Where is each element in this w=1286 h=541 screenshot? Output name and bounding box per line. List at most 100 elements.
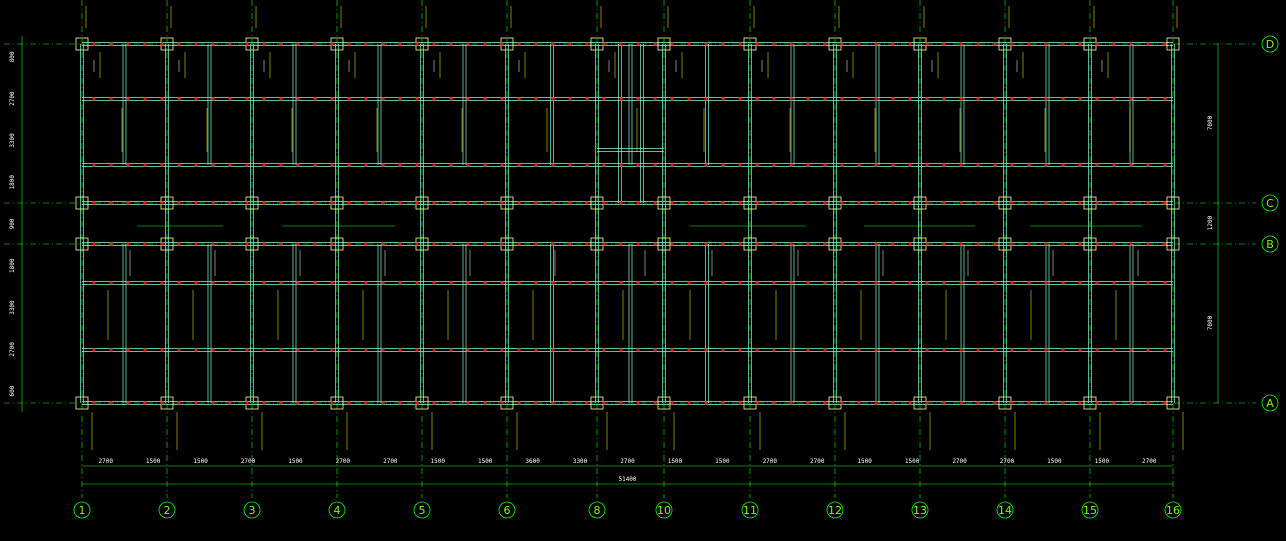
rebar-dot [1129,163,1133,167]
rebar-dot [1095,42,1099,46]
rebar-dot [1027,348,1031,352]
rebar-dot [602,401,606,405]
rebar-dot [585,242,589,246]
rebar-dot [891,201,895,205]
rebar-dot [449,42,453,46]
rebar-dot [517,97,521,101]
rebar-dot [908,201,912,205]
rebar-dot [330,401,334,405]
rebar-dot [415,163,419,167]
rebar-dot [551,97,555,101]
rebar-dot [126,97,130,101]
rebar-dot [840,281,844,285]
rebar-dot [415,97,419,101]
rebar-dot [534,201,538,205]
rebar-dot [279,42,283,46]
rebar-dot [194,201,198,205]
rebar-dot [398,242,402,246]
rebar-dot [755,42,759,46]
axis-label-8: 8 [594,504,601,517]
rebar-dot [432,348,436,352]
rebar-dot [347,348,351,352]
rebar-dot [483,348,487,352]
rebar-dot [959,348,963,352]
rebar-dot [619,401,623,405]
rebar-dot [1010,281,1014,285]
rebar-dot [228,242,232,246]
rebar-dot [942,242,946,246]
rebar-dot [755,163,759,167]
axis-bubble-1 [73,501,91,519]
rebar-dot [296,242,300,246]
rebar-dot [432,42,436,46]
left-dim-value: 800 [9,51,16,62]
rebar-dot [1044,401,1048,405]
rebar-dot [772,163,776,167]
rebar-dot [840,348,844,352]
bottom-dim-value: 2700 [952,458,967,465]
rebar-dot [109,401,113,405]
rebar-dot [636,163,640,167]
rebar-dot [449,348,453,352]
rebar-dot [296,163,300,167]
column-16C [1166,196,1180,210]
rebar-dot [126,201,130,205]
rebar-dot [194,401,198,405]
rebar-dot [653,42,657,46]
rebar-dot [160,401,164,405]
rebar-dot [755,242,759,246]
rebar-dot [1129,401,1133,405]
rebar-dot [466,201,470,205]
rebar-dot [245,201,249,205]
rebar-dot [262,42,266,46]
rebar-dot [262,97,266,101]
rebar-dot [602,97,606,101]
left-dim-value: 600 [9,385,16,396]
rebar-dot [653,281,657,285]
rebar-dot [789,97,793,101]
rebar-dot [330,42,334,46]
rebar-dot [653,201,657,205]
rebar-dot [891,163,895,167]
rebar-dot [891,97,895,101]
rebar-dot [347,201,351,205]
rebar-dot [772,242,776,246]
rebar-dot [1146,163,1150,167]
rebar-dot [908,281,912,285]
left-dim-value: 2700 [9,342,16,357]
rebar-dot [823,401,827,405]
rebar-dot [976,201,980,205]
rebar-dot [466,42,470,46]
rebar-dot [500,401,504,405]
axis-label-15: 15 [1083,504,1097,517]
rebar-dot [364,348,368,352]
rebar-dot [823,97,827,101]
axis-label-12: 12 [828,504,842,517]
rebar-dot [670,201,674,205]
rebar-dot [126,401,130,405]
rebar-dot [194,348,198,352]
rebar-dot [823,348,827,352]
rebar-dot [993,242,997,246]
rebar-dot [874,348,878,352]
column-10C [657,196,671,210]
rebar-dot [330,201,334,205]
rebar-dot [517,281,521,285]
rebar-dot [823,42,827,46]
rebar-dot [211,201,215,205]
rebar-dot [585,163,589,167]
rebar-dot [551,401,555,405]
bottom-dim-value: 2700 [763,458,778,465]
rebar-dot [1044,348,1048,352]
rebar-dot [857,401,861,405]
axis-label-A: A [1266,397,1274,410]
rebar-dot [415,401,419,405]
rebar-dot [1146,42,1150,46]
rebar-dot [568,42,572,46]
rebar-dot [636,242,640,246]
rebar-dot [381,201,385,205]
rebar-dot [245,348,249,352]
left-dim-value: 3300 [9,300,16,315]
rebar-dot [959,163,963,167]
